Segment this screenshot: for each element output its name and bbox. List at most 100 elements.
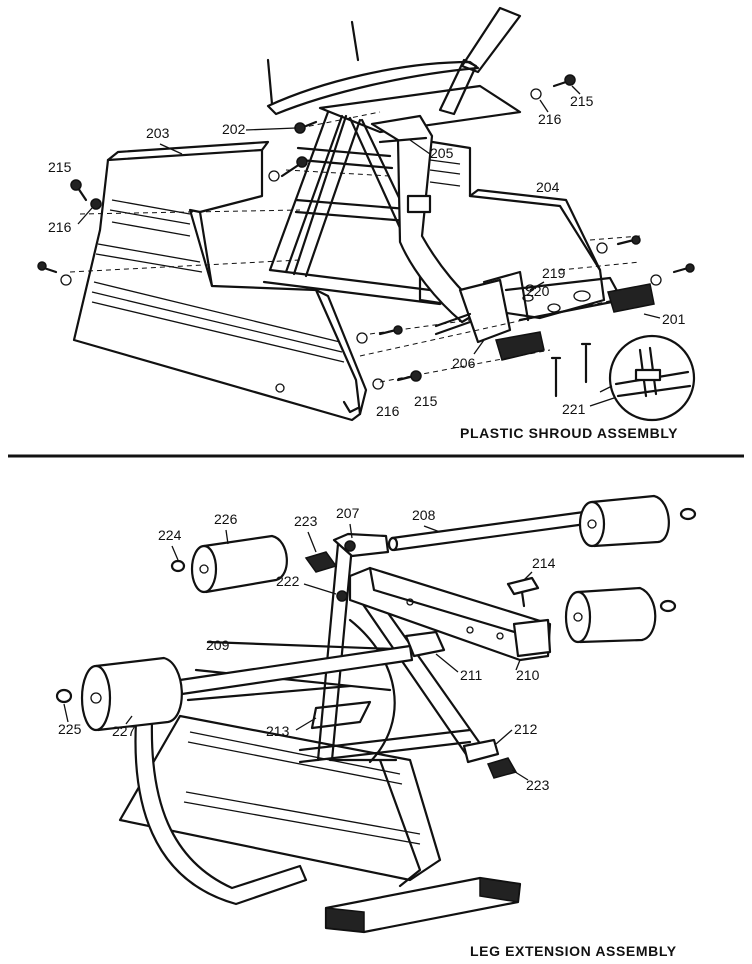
cap-top-right [679,507,697,521]
cap-224 [170,559,186,573]
section-title-leg-extension: LEG EXTENSION ASSEMBLY [470,943,677,959]
rear-foot-pad [495,331,545,361]
label-214: 214 [532,555,556,571]
label-220: 220 [526,283,550,299]
label-215-bottom: 215 [414,393,438,409]
label-227: 227 [112,723,136,739]
screw-202 [294,120,318,134]
label-207: 207 [336,505,360,521]
right-shroud-vents [429,159,461,187]
foot-pad-left [325,907,365,933]
left-shroud-hole [275,383,285,393]
plastic-shroud-assembly: 215 203 202 205 216 215 204 216 219 220 … [37,6,696,441]
left-shroud-vents-lower [91,281,345,363]
frame-crossbars [294,146,422,224]
label-226: 226 [214,511,238,527]
frame-leg-left-inner [292,114,362,278]
curved-tube-band [378,136,428,144]
washer-far-right [650,274,662,286]
roller-227 [80,656,183,732]
washer-216-bottom [372,378,384,390]
screw-215-top-right [552,74,576,88]
bolts-221 [550,342,592,398]
bracket-hole-1 [573,290,591,302]
cap-mid-right [659,599,677,613]
handle-left [266,58,274,106]
screw-215-left [70,179,88,202]
label-215-left: 215 [48,159,72,175]
screw-mid [378,325,403,336]
label-209: 209 [206,637,230,653]
left-shroud-top [106,140,270,162]
rod-208-end [387,536,399,552]
cap-223-top [304,551,338,573]
label-210: 210 [516,667,540,683]
right-shroud-top [468,188,602,272]
washer-216-left [90,198,102,210]
arm-hole-1 [406,598,414,606]
label-224: 224 [158,527,182,543]
pivot-bracket [332,532,390,558]
top-bracket [318,84,522,134]
front-foot-pad [607,283,655,313]
leg-extension-assembly: 224 226 223 207 208 222 214 209 211 210 … [55,494,697,959]
screw-left-lower [37,261,58,274]
foot-pad-right [479,877,521,903]
label-216-top: 216 [538,111,562,127]
label-216-left: 216 [48,219,72,235]
label-201: 201 [662,311,686,327]
label-206: 206 [452,355,476,371]
roller-top-right [578,494,670,548]
washer-mid [356,332,368,344]
frame-diagonal [358,594,488,762]
left-shroud-notch [188,208,214,288]
washer-202-lower [268,170,280,182]
left-shroud [72,148,362,422]
seat-top [266,60,480,116]
label-216-bottom: 216 [376,403,400,419]
label-208: 208 [412,507,436,523]
arm-hole-2 [466,626,474,634]
left-shroud-edge [314,288,368,416]
handle-center [350,20,360,62]
label-204: 204 [536,179,560,195]
upper-post [460,6,522,74]
detail-inset [599,334,696,422]
rear-bracket [458,278,512,344]
label-211: 211 [460,667,483,683]
label-203: 203 [146,125,170,141]
front-curved-leg [134,718,308,906]
left-shroud-foot [342,400,360,414]
base-shroud-vents [183,731,421,845]
roller-mid-right [564,586,657,644]
frame-base-leg [328,758,422,888]
label-223-bottom: 223 [526,777,550,793]
label-202: 202 [222,121,246,137]
arm-hole-3 [496,632,504,640]
arm-end [512,618,552,658]
label-213: 213 [266,723,290,739]
rear-bracket-plate [482,270,624,322]
frame-tube-end [462,738,500,764]
pivot-bolt-top [344,540,356,552]
bracket-hole-3 [522,294,534,302]
assembly-lines [69,111,641,383]
screw-front-right [616,235,641,246]
cap-223-bottom [486,757,518,779]
washer-front-right [596,242,608,254]
label-212: 212 [514,721,538,737]
bracket-hole-2 [547,303,561,313]
washer-left-lower [60,274,72,286]
cap-225 [55,688,73,704]
label-205: 205 [430,145,454,161]
label-223-top: 223 [294,513,318,529]
pivot-bolt-222 [336,590,348,602]
section-title-plastic-shroud: PLASTIC SHROUD ASSEMBLY [460,425,678,441]
knob-214 [506,576,540,608]
left-shroud-vents-upper [95,199,203,273]
upper-post-inner [438,58,478,116]
frame-leg-left [268,110,344,274]
screw-215-bottom [396,370,422,382]
